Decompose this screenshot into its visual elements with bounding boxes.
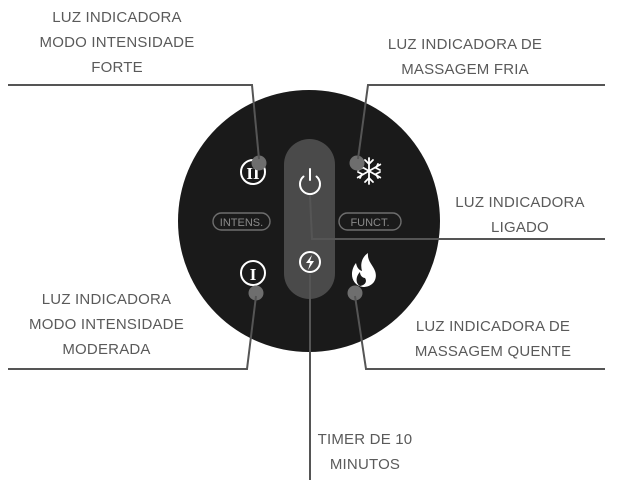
label-strong-mode: LUZ INDICADORA MODO INTENSIDADE FORTE (39, 9, 195, 76)
lightning-icon[interactable] (299, 251, 321, 273)
svg-text:I: I (250, 265, 257, 284)
label-power-on: LUZ INDICADORA LIGADO (455, 194, 585, 236)
power-icon[interactable] (299, 168, 321, 196)
intens-button[interactable]: INTENS. (212, 212, 271, 231)
svg-text:INTENS.: INTENS. (220, 217, 263, 229)
leader-lines (8, 84, 605, 480)
moderate-mode-indicator (248, 285, 264, 301)
label-moderate-mode: LUZ INDICADORA MODO INTENSIDADE MODERADA (29, 291, 184, 358)
hot-massage-indicator (347, 285, 363, 301)
svg-text:FUNCT.: FUNCT. (350, 217, 389, 229)
label-hot-massage: LUZ INDICADORA DE MASSAGEM QUENTE (414, 318, 572, 360)
moderate-mode-icon[interactable]: I (240, 260, 266, 286)
funct-button[interactable]: FUNCT. (338, 212, 402, 231)
label-timer: TIMER DE 10 MINUTOS (317, 431, 413, 473)
label-cold-massage: LUZ INDICADORA DE MASSAGEM FRIA (387, 36, 543, 78)
flame-icon[interactable] (351, 253, 376, 287)
center-strip (284, 139, 335, 299)
cold-massage-indicator (349, 155, 365, 171)
strong-mode-indicator (251, 155, 267, 171)
